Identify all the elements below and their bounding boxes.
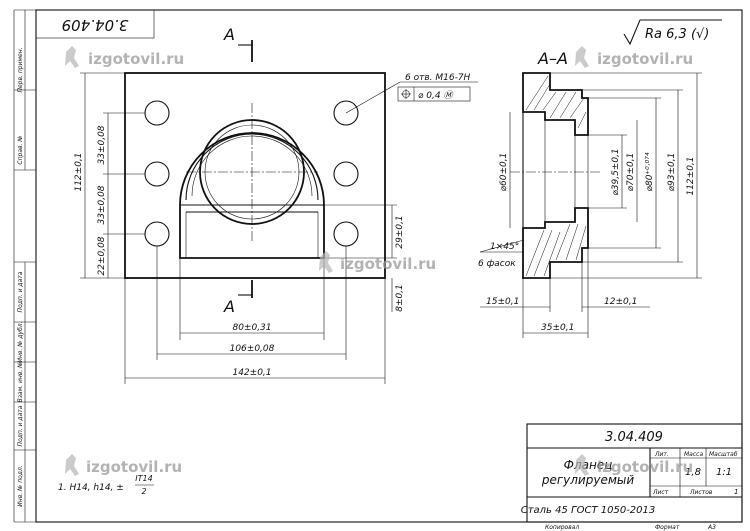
dim-33-lower: 33±0,08	[97, 185, 107, 224]
section-view: A–A ⌀60±0,1	[478, 49, 702, 338]
dim-33-upper: 33±0,08	[97, 125, 107, 164]
dim-15: 15±0,1	[486, 297, 519, 307]
strip-label-7: Инв. № подл.	[17, 465, 24, 506]
mass-value: 1,8	[685, 467, 701, 478]
dim-22: 22±0,08	[97, 236, 107, 275]
sheet-label: Лист	[652, 489, 669, 496]
scale-value: 1:1	[716, 467, 732, 478]
section-hatch	[525, 75, 587, 277]
dim-dia60: ⌀60±0,1	[499, 153, 509, 192]
cut-label-bottom: A	[223, 297, 235, 316]
strip-label-5: Взам. инв. №	[17, 362, 24, 403]
roughness-mark: Ra 6,3 (√)	[623, 19, 722, 46]
watermark-2: izgotovil.ru	[575, 46, 693, 68]
left-strip-labels: Перв. примен. Справ. № Подп. и дата Инв.…	[17, 47, 24, 506]
dim-112-section: 112±0,1	[686, 156, 696, 195]
tolerance-text: ⌀ 0,4 Ⓜ	[418, 90, 454, 101]
hole-callout: 6 отв. M16-7H	[405, 73, 471, 83]
watermark-4: izgotovil.ru	[65, 454, 182, 476]
title-block: 3.04.409 Фланец регулируемый Сталь 45 ГО…	[521, 423, 743, 523]
col-lit: Лит.	[654, 451, 669, 458]
note-fraction-den: 2	[141, 487, 146, 496]
dim-112-front: 112±0,1	[74, 152, 84, 191]
section-lower-wall	[522, 207, 589, 279]
flange-plate-outline	[124, 72, 386, 279]
strip-label-6: Подп. и дата	[17, 405, 24, 446]
dim-142: 142±0,1	[232, 368, 271, 378]
dim-dia80: ⌀80⁺⁰·⁰⁷⁴	[645, 152, 655, 191]
strip-label-3: Подп. и дата	[17, 271, 24, 312]
front-view: A A 6 отв. M16-7H ⌀ 0,4 Ⓜ 112±0,1 33±0,0…	[74, 25, 478, 384]
dim-8: 8±0,1	[395, 284, 405, 312]
title-number: 3.04.409	[605, 430, 663, 445]
note-fraction-num: IT14	[135, 474, 152, 483]
sheets-value: 1	[734, 488, 738, 496]
watermark-5: izgotovil.ru	[575, 454, 693, 476]
col-mass: Масса	[684, 451, 703, 458]
roughness-text: Ra 6,3 (√)	[645, 27, 709, 42]
dim-35: 35±0,1	[541, 323, 574, 333]
title-material: Сталь 45 ГОСТ 1050-2013	[521, 505, 656, 516]
dim-29: 29±0,1	[395, 215, 405, 248]
strip-label-2: Справ. №	[17, 135, 24, 164]
cut-label-top: A	[223, 25, 235, 44]
watermark-3: izgotovil.ru	[319, 251, 436, 273]
section-upper-wall	[522, 72, 589, 136]
title-name-2: регулируемый	[541, 473, 635, 487]
section-label: A–A	[537, 49, 568, 68]
rotated-doc-number: 3.04.409	[62, 16, 129, 34]
footer-format-label: Формат	[655, 524, 680, 531]
dim-dia70: ⌀70±0,1	[626, 153, 636, 192]
tolerance-frame	[397, 86, 471, 102]
sheets-label: Листов	[689, 489, 713, 496]
boss-outline	[179, 132, 325, 259]
strip-label-1: Перв. примен.	[17, 47, 24, 92]
watermark-text-4: izgotovil.ru	[86, 458, 182, 476]
dim-106: 106±0,08	[230, 344, 275, 354]
rotated-number-box	[35, 9, 155, 39]
dim-12: 12±0,1	[604, 297, 637, 307]
chamfer-count: 6 фасок	[478, 259, 516, 269]
strip-label-4: Инв. № дубл.	[17, 321, 24, 362]
footer-format: А3	[707, 524, 716, 531]
sheet-frame	[35, 9, 743, 523]
watermark-text-3: izgotovil.ru	[340, 255, 436, 273]
watermark-text-2: izgotovil.ru	[597, 50, 693, 68]
dim-dia39: ⌀39,5±0,1	[611, 148, 621, 195]
col-scale: Масштаб	[709, 451, 738, 458]
note-text: 1. H14, h14, ±	[58, 483, 124, 493]
watermark-1: izgotovil.ru	[65, 46, 184, 68]
chamfer-note: 1×45°	[490, 242, 519, 252]
dim-80-front: 80±0,31	[232, 323, 271, 333]
dim-dia93: ⌀93±0,1	[667, 153, 677, 192]
watermark-text-1: izgotovil.ru	[88, 50, 184, 68]
technical-note: 1. H14, h14, ± IT14 2	[58, 474, 154, 496]
watermark-text-5: izgotovil.ru	[597, 458, 693, 476]
footer-copied: Копировал	[545, 524, 579, 531]
